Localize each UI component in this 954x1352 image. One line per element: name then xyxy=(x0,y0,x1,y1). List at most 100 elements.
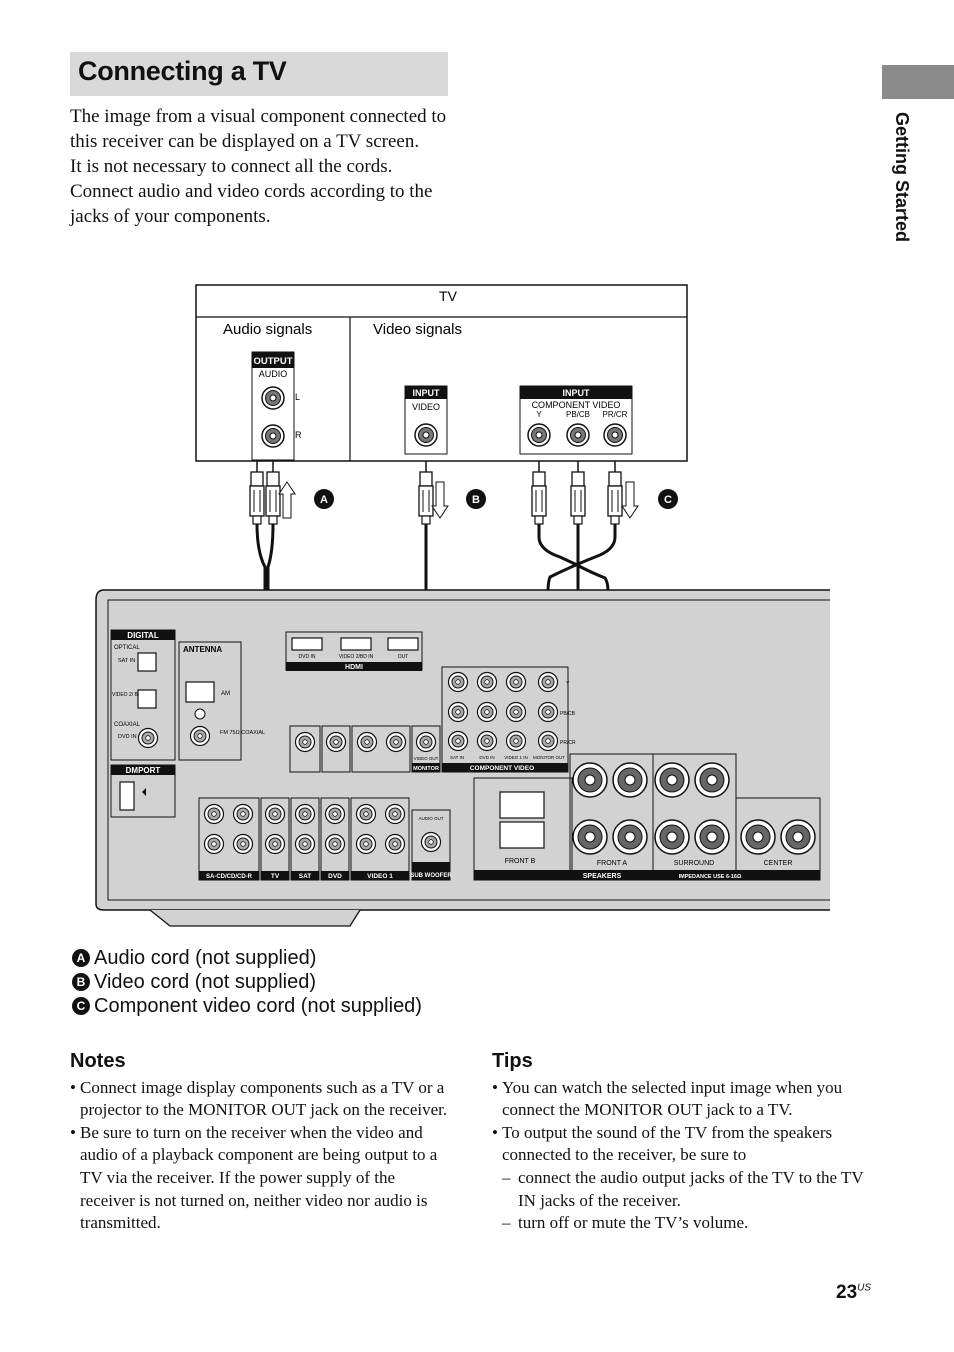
tv-pr-label: PR/CR xyxy=(603,410,628,419)
video-signals-label: Video signals xyxy=(373,321,462,338)
legend-item: C Component video cord (not supplied) xyxy=(72,994,422,1018)
sacd-label: SA-CD/CD/CD-R xyxy=(206,874,253,880)
legend-label: Audio cord (not supplied) xyxy=(94,947,317,969)
comp-sat-label: SAT IN xyxy=(450,755,464,760)
optical-video2-jack xyxy=(137,689,157,709)
legend-badge: A xyxy=(72,949,90,967)
notes-heading: Notes xyxy=(70,1050,126,1072)
component-video-label: COMPONENT VIDEO xyxy=(470,765,534,772)
cord-b-badge xyxy=(466,489,486,509)
receiver-back-panel xyxy=(95,589,830,927)
section-label: Getting Started xyxy=(872,112,932,262)
tips-list: You can watch the selected input image w… xyxy=(492,1077,874,1235)
dvd-in-label: DVD IN xyxy=(118,734,137,740)
legend-item: B Video cord (not supplied) xyxy=(72,970,422,994)
comp-video1-label: VIDEO 1 IN xyxy=(504,755,528,760)
comp-dvd-label: DVD IN xyxy=(479,755,494,760)
tv-output-label: OUTPUT xyxy=(253,356,292,367)
legend-badge: B xyxy=(72,973,90,991)
notes-section: Notes Connect image display components s… xyxy=(70,1050,448,1235)
dvd-label: DVD xyxy=(328,873,342,880)
tv-audio-l-jack xyxy=(261,386,285,410)
tv-pb-jack xyxy=(566,423,590,447)
coaxial-dvd-jack xyxy=(137,727,159,749)
hdmi-out-label: OUT xyxy=(398,654,409,660)
tv-pb-label: PB/CB xyxy=(566,410,590,419)
page-title: Connecting a TV xyxy=(78,56,287,86)
coaxial-label: COAXIAL xyxy=(114,722,141,728)
hdmi-label: HDMI xyxy=(345,664,363,671)
cord-c-letter: C xyxy=(664,494,672,506)
antenna-label: ANTENNA xyxy=(183,645,222,654)
sat-label: SAT xyxy=(299,873,312,880)
recv-tv-l-jack xyxy=(264,803,286,825)
impedance-label: IMPEDANCE USE 6-16Ω xyxy=(679,874,742,880)
video2-label: VIDEO 2/ BD IN xyxy=(112,692,148,698)
tv-component-input-label: INPUT xyxy=(563,388,591,398)
recv-pb-label: PB/CB xyxy=(560,711,576,717)
intro-paragraph: It is not necessary to connect all the c… xyxy=(70,156,433,227)
tip-subitem: turn off or mute the TV’s volume. xyxy=(492,1212,874,1235)
section-label-text: Getting Started xyxy=(892,112,912,243)
cord-c-badge xyxy=(658,489,678,509)
legend-label: Component video cord (not supplied) xyxy=(94,995,422,1017)
recv-pr-jack xyxy=(537,730,559,752)
front-a-label: FRONT A xyxy=(597,860,628,867)
cord-a-badge xyxy=(314,489,334,509)
tv-video-jack xyxy=(414,423,438,447)
legend-item: A Audio cord (not supplied) xyxy=(72,946,422,970)
surround-label: SURROUND xyxy=(674,860,714,867)
connection-diagram: TV Audio signals Video signals OUTPUT AU… xyxy=(95,284,830,927)
tv-r-label: R xyxy=(295,430,302,440)
hdmi-dvd-label: DVD IN xyxy=(299,654,316,660)
sub-audio-out-label: AUDIO OUT xyxy=(418,816,443,821)
tv-y-label: Y xyxy=(536,410,542,419)
recv-y-label: Y xyxy=(566,681,570,687)
fm-label: FM 75Ω COAXIAL xyxy=(220,730,265,736)
center-label: CENTER xyxy=(764,860,793,867)
subwoofer-label: SUB WOOFER xyxy=(410,873,452,879)
tip-item: To output the sound of the TV from the s… xyxy=(492,1122,874,1167)
tv-title: TV xyxy=(439,288,458,304)
video-out-label: VIDEO OUT xyxy=(414,756,439,761)
subwoofer-jack xyxy=(420,831,442,853)
tv-in-label: TV xyxy=(271,873,280,880)
tips-section: Tips You can watch the selected input im… xyxy=(492,1050,874,1235)
tips-heading: Tips xyxy=(492,1050,533,1072)
am-terminal xyxy=(185,681,215,703)
video1-label: VIDEO 1 xyxy=(367,873,393,880)
tv-video-label: VIDEO xyxy=(412,402,440,412)
section-tab-marker xyxy=(882,65,954,99)
hdmi-video2-jack xyxy=(340,637,372,651)
tip-item: You can watch the selected input image w… xyxy=(492,1077,874,1122)
tv-l-label: L xyxy=(295,392,300,402)
cord-legend: A Audio cord (not supplied) B Video cord… xyxy=(72,946,422,1018)
am-label: AM xyxy=(221,691,230,697)
optical-sat-jack xyxy=(137,652,157,672)
hdmi-out-jack xyxy=(387,637,419,651)
notes-list: Connect image display components such as… xyxy=(70,1077,448,1235)
dmport-jack xyxy=(119,781,135,811)
cord-b-letter: B xyxy=(472,494,480,506)
tv-audio-label: AUDIO xyxy=(259,369,288,379)
sat-in-label: SAT IN xyxy=(118,658,135,664)
tv-input-label: INPUT xyxy=(413,388,441,398)
page-number-suffix: US xyxy=(857,1282,872,1294)
recv-y-jack xyxy=(537,671,559,693)
title-bar: Connecting a TV xyxy=(70,52,448,96)
hdmi-video2-label: VIDEO 2/BD IN xyxy=(339,654,374,660)
intro-text: The image from a visual component connec… xyxy=(70,104,455,229)
optical-label: OPTICAL xyxy=(114,645,140,651)
page-number-value: 23 xyxy=(836,1282,858,1303)
intro-paragraph: The image from a visual component connec… xyxy=(70,106,447,152)
audio-signals-label: Audio signals xyxy=(223,321,312,338)
speakers-label: SPEAKERS xyxy=(583,873,622,880)
digital-label: DIGITAL xyxy=(127,631,159,640)
page-number: 23US xyxy=(836,1282,871,1304)
front-b-label: FRONT B xyxy=(505,858,536,865)
comp-monitor-label: MONITOR OUT xyxy=(533,755,565,760)
note-item: Be sure to turn on the receiver when the… xyxy=(70,1122,448,1235)
recv-tv-r-jack xyxy=(264,833,286,855)
tv-y-jack xyxy=(527,423,551,447)
tip-subitem: connect the audio output jacks of the TV… xyxy=(492,1167,874,1212)
